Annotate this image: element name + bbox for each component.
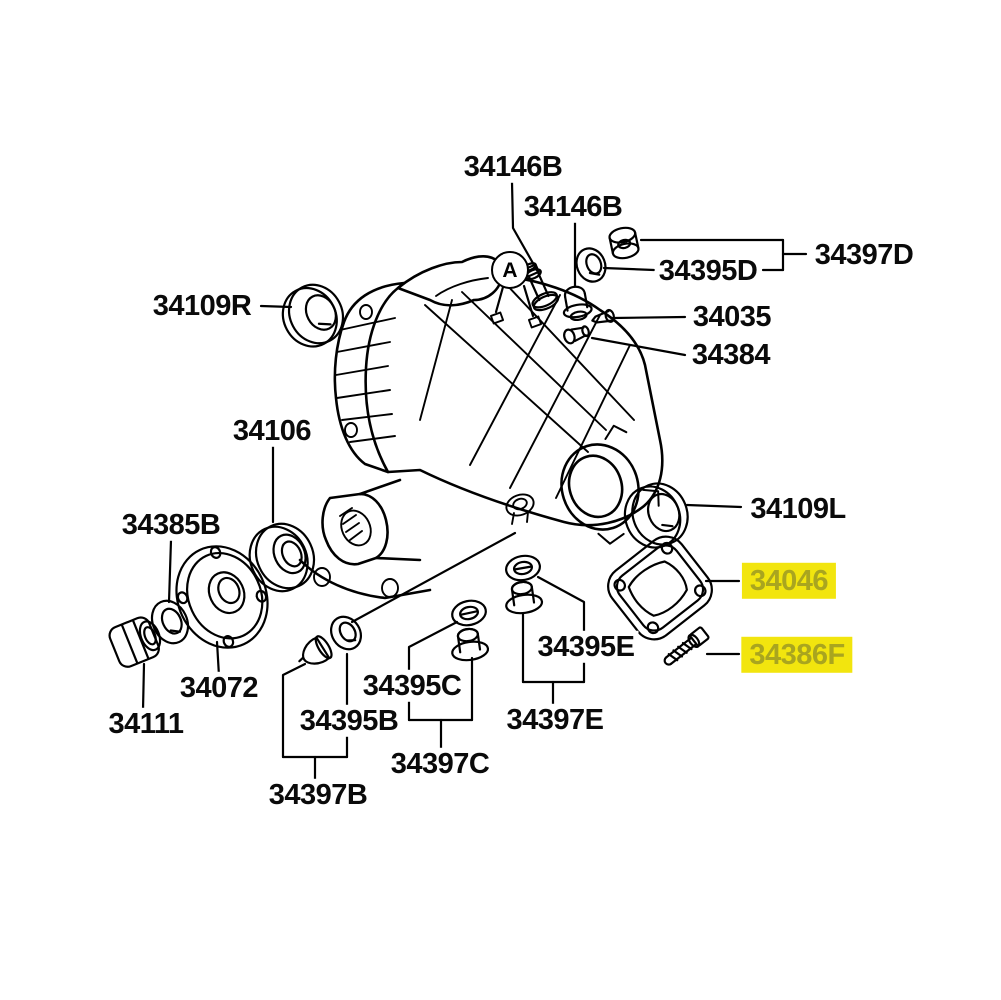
part-label-34395e[interactable]: 34395E bbox=[533, 630, 639, 664]
part-drawing-34146b-stud bbox=[562, 285, 593, 322]
part-drawing-34109l-oil-seal bbox=[623, 482, 689, 549]
leader-34109l bbox=[685, 503, 743, 509]
part-label-34395d[interactable]: 34395D bbox=[654, 254, 762, 288]
part-drawing-34111-nut bbox=[108, 616, 162, 668]
bracket-34397d bbox=[639, 238, 808, 272]
leader-34385b bbox=[167, 538, 173, 604]
callout-a-leg-1 bbox=[494, 285, 505, 314]
part-drawing-34395c-plug bbox=[451, 627, 490, 662]
part-drawing-34384-breather bbox=[563, 325, 590, 345]
part-label-34397e[interactable]: 34397E bbox=[502, 703, 608, 737]
part-drawing-34395b-plug bbox=[298, 635, 333, 665]
part-drawing-34395d-ring bbox=[575, 247, 607, 283]
part-drawing-34397d-cap-nut bbox=[608, 226, 640, 260]
part-drawing-34395c-washer bbox=[451, 599, 487, 627]
part-drawing-34395b-washer bbox=[329, 615, 363, 651]
housing-drawing bbox=[298, 255, 664, 600]
web-ribs bbox=[419, 282, 635, 499]
leader-34395d bbox=[602, 266, 656, 272]
leader-34109r bbox=[259, 304, 293, 309]
part-drawing-34146b-bolt bbox=[523, 262, 560, 312]
part-label-34146b_upper[interactable]: 34146B bbox=[459, 150, 567, 184]
part-label-34395c[interactable]: 34395C bbox=[358, 669, 466, 703]
part-label-34397c[interactable]: 34397C bbox=[386, 747, 494, 781]
leader-34395b-to-housing bbox=[350, 531, 517, 624]
part-drawing-34035-bolt bbox=[591, 308, 615, 324]
leader-34146b-upper bbox=[510, 180, 540, 274]
housing-top-bolts bbox=[489, 311, 543, 329]
bracket-34397e bbox=[521, 575, 586, 707]
part-label-34046[interactable]: 34046 bbox=[741, 562, 837, 600]
part-label-34146b_lower[interactable]: 34146B bbox=[519, 190, 627, 224]
part-label-34111[interactable]: 34111 bbox=[104, 707, 188, 741]
leader-34111 bbox=[141, 662, 146, 712]
part-drawing-34106-oil-seal bbox=[248, 522, 316, 593]
bracket-34397c bbox=[407, 620, 474, 753]
part-label-34395b[interactable]: 34395B bbox=[295, 704, 403, 738]
callout-a: A bbox=[491, 251, 529, 289]
bracket-34397b bbox=[281, 652, 349, 783]
part-drawing-34397e-plug bbox=[505, 580, 544, 615]
part-drawing-34386f-screw bbox=[663, 626, 710, 666]
part-label-34385b[interactable]: 34385B bbox=[117, 508, 225, 542]
cover-ribs bbox=[335, 317, 396, 443]
part-label-34106[interactable]: 34106 bbox=[228, 414, 316, 448]
leader-lines bbox=[141, 180, 808, 783]
leader-34035 bbox=[611, 315, 687, 320]
parts-drawings bbox=[108, 226, 713, 668]
part-drawing-34072-companion-flange bbox=[175, 545, 269, 649]
part-drawing-34109r-oil-seal bbox=[281, 283, 345, 348]
part-label-34384[interactable]: 34384 bbox=[687, 338, 775, 372]
part-label-34109r[interactable]: 34109R bbox=[148, 289, 256, 323]
part-label-34386f[interactable]: 34386F bbox=[741, 636, 853, 674]
part-drawing-34395e-washer bbox=[505, 554, 541, 582]
part-label-34072[interactable]: 34072 bbox=[175, 671, 263, 705]
leader-34072 bbox=[215, 640, 221, 678]
output-bore bbox=[560, 424, 660, 545]
part-label-34397b[interactable]: 34397B bbox=[264, 778, 372, 812]
part-label-34397d[interactable]: 34397D bbox=[810, 238, 918, 272]
part-label-34035[interactable]: 34035 bbox=[688, 300, 776, 334]
drain-boss bbox=[505, 493, 535, 525]
part-label-34109l[interactable]: 34109L bbox=[746, 492, 850, 526]
